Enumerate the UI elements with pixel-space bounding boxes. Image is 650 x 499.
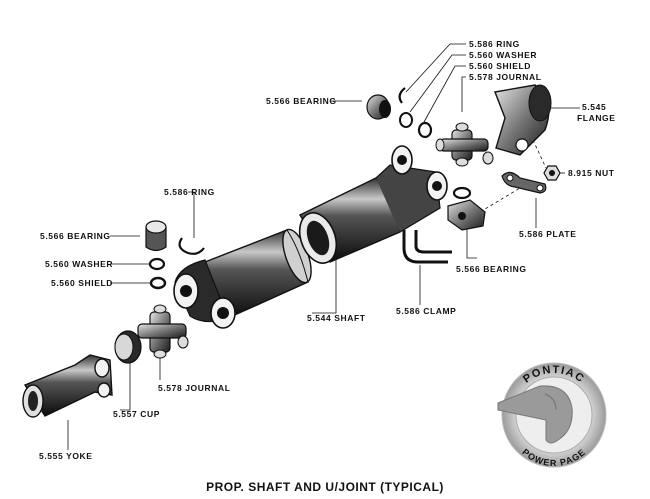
journal-bottom-part	[137, 304, 189, 359]
label-bearing-top: 5.566 BEARING	[266, 96, 337, 106]
bearing-left-part	[145, 220, 167, 252]
label-shield-left: 5.560 SHIELD	[51, 278, 114, 288]
label-washer-left: 5.560 WASHER	[45, 259, 114, 269]
label-bearing-right: 5.566 BEARING	[456, 264, 527, 274]
bearing-top-part	[366, 94, 391, 120]
label-ring-left: 5.586 RING	[164, 187, 215, 197]
label-nut: 8.915 NUT	[568, 168, 615, 178]
label-washer-top: 5.560 WASHER	[469, 50, 538, 60]
ring-left-part	[178, 237, 205, 255]
label-cup: 5.557 CUP	[113, 409, 160, 419]
shaft-slip-yoke	[173, 259, 236, 329]
label-plate: 5.586 PLATE	[519, 229, 577, 239]
label-flange-word: FLANGE	[577, 113, 616, 123]
leader-lines	[67, 43, 580, 450]
pontiac-power-page-watermark: PONTIAC POWER PAGE	[497, 362, 607, 468]
diagram-caption: PROP. SHAFT AND U/JOINT (TYPICAL)	[206, 480, 444, 494]
dashed-guides	[469, 139, 547, 219]
cup-part	[114, 330, 142, 364]
label-shaft: 5.544 SHAFT	[307, 313, 366, 323]
clamp-part	[402, 230, 452, 264]
label-journal-bottom: 5.578 JOURNAL	[158, 383, 231, 393]
shield-left-part	[149, 276, 167, 290]
washer-left-part	[148, 257, 166, 271]
label-ring-top: 5.586 RING	[469, 39, 520, 49]
ring-top-part	[398, 87, 406, 104]
flange-part	[494, 84, 552, 156]
yoke-part	[22, 354, 113, 418]
nut-part	[543, 165, 561, 181]
shaft-tube	[204, 228, 312, 319]
label-journal-top: 5.578 JOURNAL	[469, 72, 542, 82]
label-yoke: 5.555 YOKE	[39, 451, 93, 461]
label-clamp: 5.586 CLAMP	[396, 306, 457, 316]
washer-top-part	[399, 112, 413, 128]
plate-part	[501, 171, 547, 194]
washer-mid-part	[452, 186, 472, 200]
label-bearing-left: 5.566 BEARING	[40, 231, 111, 241]
label-flange-number: 5.545	[582, 102, 607, 112]
journal-top-part	[435, 122, 494, 167]
upper-tube	[298, 145, 448, 264]
shield-top-part	[417, 121, 433, 139]
label-shield-top: 5.560 SHIELD	[469, 61, 532, 71]
bearing-right-part	[447, 199, 486, 231]
